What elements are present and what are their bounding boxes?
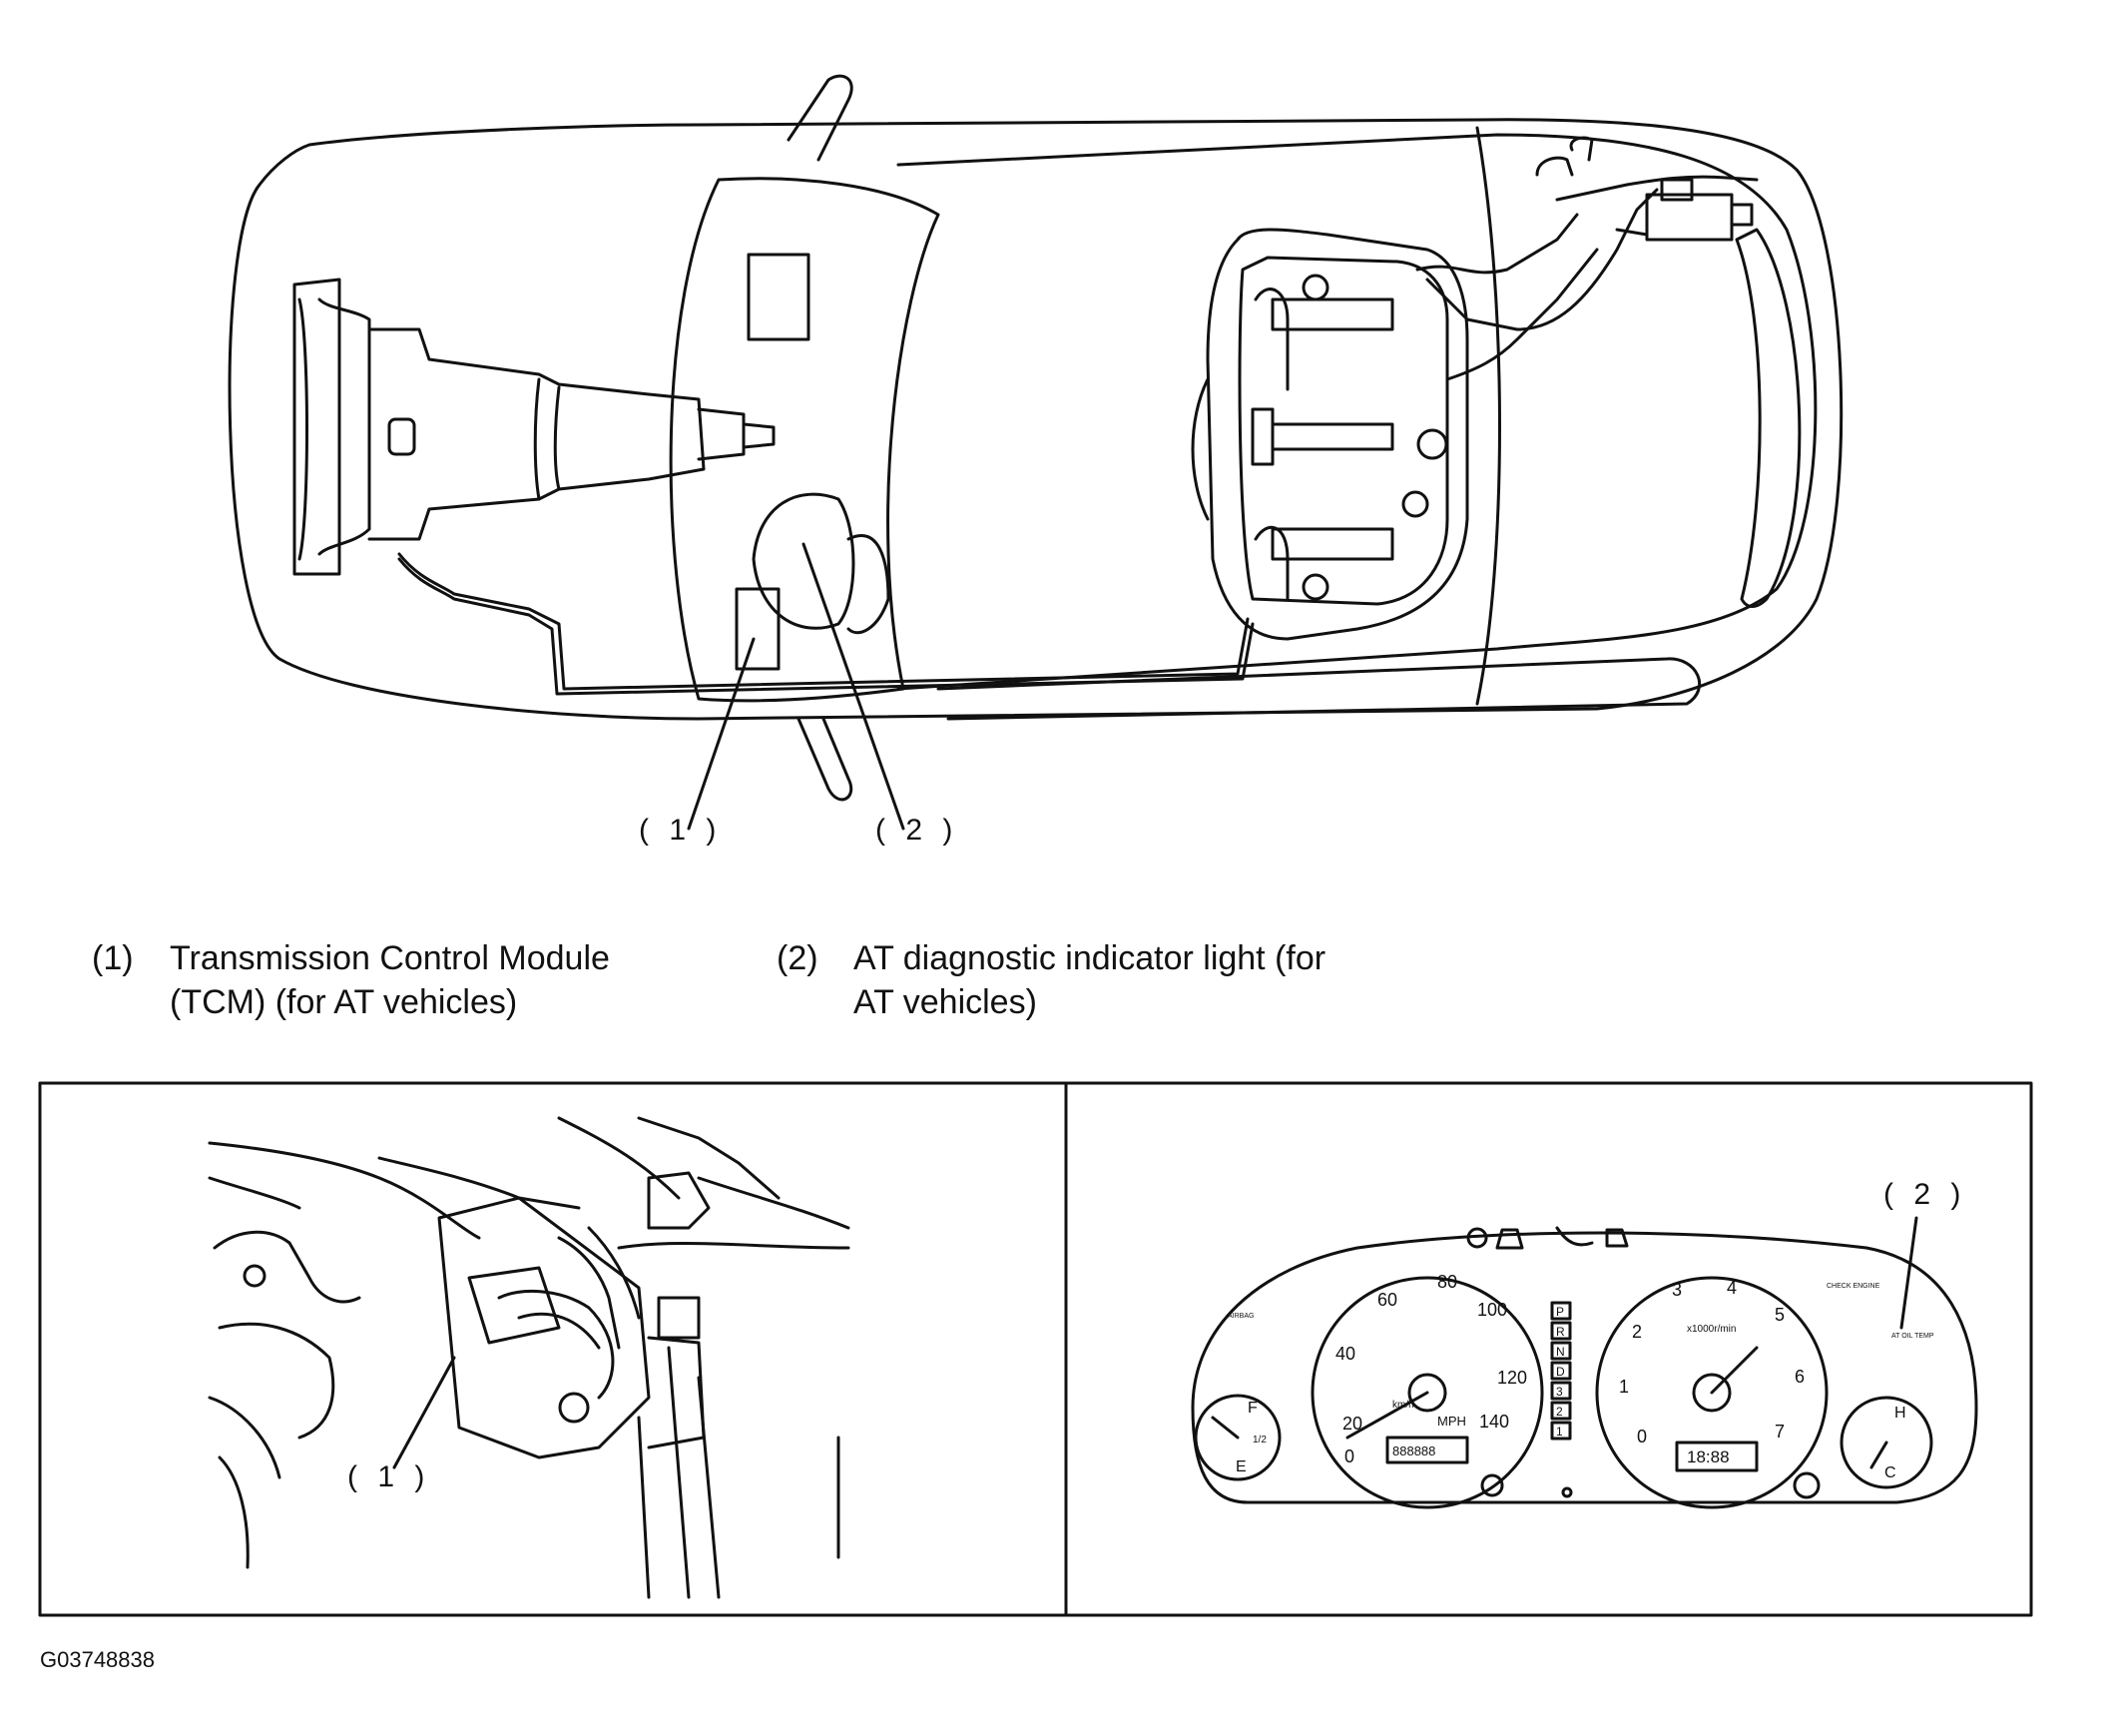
mph-60: 60 [1377,1290,1397,1310]
warning-lamp-icon [1466,1227,1488,1249]
reset-knob-icon [1480,1473,1504,1497]
callout-1-top: ( 1 ) [639,814,723,847]
cabin-outline [896,133,1818,691]
gear-2: 2 [1556,1405,1563,1419]
at-oil-temp-label: AT OIL TEMP [1891,1333,1934,1340]
tach-7: 7 [1775,1422,1785,1442]
mph-40: 40 [1335,1344,1355,1364]
cluster-outline [1191,1231,1978,1504]
mph-0: 0 [1344,1447,1354,1466]
legend-item-2-line2: AT vehicles) [853,983,1037,1021]
temp-hot: H [1894,1405,1906,1422]
speedometer [1311,1276,1544,1509]
tcm-detail-illustration [208,1116,850,1599]
gear-1: 1 [1556,1425,1563,1439]
mph-120: 120 [1497,1368,1527,1388]
figure-code: G03748838 [40,1647,155,1672]
legend-item-2: (2) [777,936,818,980]
tachometer [1595,1276,1829,1509]
mph-80: 80 [1437,1272,1457,1292]
airbag-label: AIRBAG [1228,1313,1254,1320]
tcm-module [437,1196,651,1459]
gear-p: P [1556,1305,1564,1319]
fuel-empty: E [1236,1458,1247,1475]
tach-1: 1 [1619,1377,1629,1397]
headlight-icon [1605,1228,1629,1248]
check-engine-label: CHECK ENGINE [1827,1283,1880,1290]
legend-item-1-number: (1) [92,939,134,977]
door-ajar-icon [1555,1226,1594,1247]
tach-2: 2 [1632,1322,1642,1342]
shift-lock-icon [1495,1228,1524,1250]
tach-unit: x1000r/min [1687,1324,1736,1335]
tach-6: 6 [1795,1367,1805,1387]
fuel-full: F [1248,1400,1258,1417]
kmh-unit: km/h [1392,1400,1414,1411]
legend-item-1: (1) [92,936,134,980]
mph-100: 100 [1477,1300,1507,1320]
panel-frame [38,1081,2033,1617]
callout-2-top: ( 2 ) [875,814,959,847]
callout-2-bottom: ( 2 ) [1883,1178,1967,1211]
mph-unit: MPH [1437,1414,1466,1429]
legend-item-2-line1: AT diagnostic indicator light (for [853,939,1326,977]
speedometer-needle [1345,1391,1429,1440]
temperature-gauge [1840,1396,1933,1489]
clock-value: 18:88 [1687,1447,1730,1466]
legend-item-2-number: (2) [777,939,818,977]
mph-140: 140 [1479,1412,1509,1432]
mph-20: 20 [1342,1414,1362,1434]
tach-3: 3 [1672,1280,1682,1300]
tach-0: 0 [1637,1427,1647,1447]
callout-1-bottom: ( 1 ) [347,1460,431,1493]
cluster-text: 20 40 60 80 100 120 140 0 MPH km/h 0 1 2… [1228,1272,1934,1481]
fuel-half: 1/2 [1253,1435,1267,1446]
temp-cold: C [1884,1464,1896,1481]
tach-4: 4 [1727,1278,1737,1298]
engine-outline [1206,228,1469,641]
gear-indicator [1550,1301,1572,1441]
odometer-window [1385,1436,1469,1464]
legend-item-1-text: Transmission Control Module (TCM) (for A… [170,936,610,1024]
hazard-lamp-icon [1793,1471,1821,1499]
gear-n: N [1556,1345,1565,1359]
mirror-right [796,717,853,802]
tachometer-needle [1710,1346,1759,1395]
legend-item-1-line1: Transmission Control Module [170,939,610,977]
gear-d: D [1556,1365,1565,1379]
legend-item-2-text: AT diagnostic indicator light (for AT ve… [853,936,1325,1024]
wire-harness-main [397,552,1250,691]
legend-item-1-line2: (TCM) (for AT vehicles) [170,983,518,1021]
tach-5: 5 [1775,1305,1785,1325]
mirror-left [787,74,853,162]
instrument-cluster [1191,1216,1978,1509]
car-body-outline [228,118,1844,721]
fuel-gauge [1194,1394,1282,1481]
gear-r: R [1556,1325,1565,1339]
transmission-housing [292,278,341,576]
clock-window [1675,1441,1759,1472]
gear-3: 3 [1556,1385,1563,1399]
odometer-value: 888888 [1392,1444,1435,1458]
